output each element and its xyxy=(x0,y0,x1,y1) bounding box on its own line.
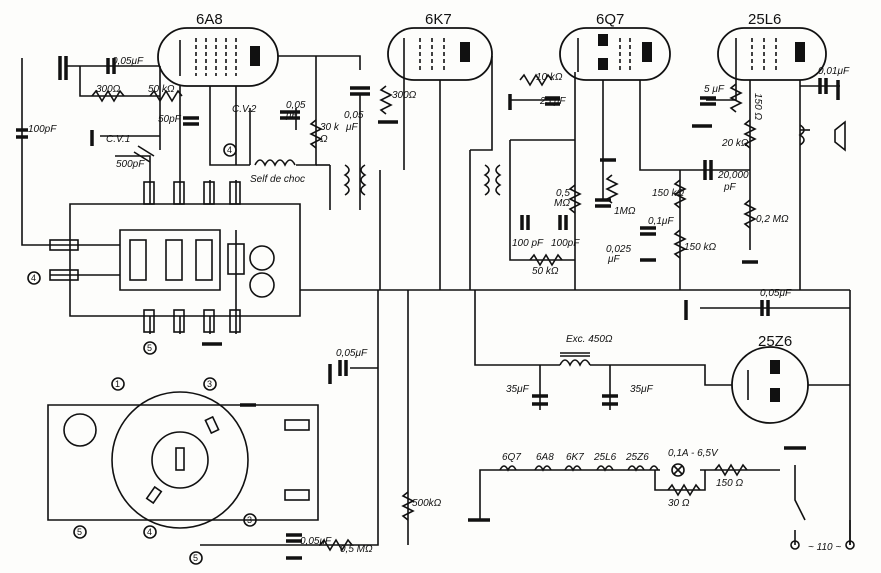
label-r150: 150 Ω xyxy=(716,478,743,489)
label-c001u: 0,01μF xyxy=(818,66,850,77)
marker-4-chassis: 4 xyxy=(147,527,152,537)
label-r50k-b: 50 kΩ xyxy=(532,266,559,277)
label-c005-a: 0,05μF xyxy=(112,56,144,67)
label-fil-25z6: 25Z6 xyxy=(625,452,649,463)
label-lamp: 0,1A - 6,5V xyxy=(668,448,719,459)
label-r05m-a: 0,5 xyxy=(556,188,570,199)
label-exc: Exc. 450Ω xyxy=(566,334,613,345)
ground-symbols xyxy=(58,56,840,560)
label-c35-a: 35μF xyxy=(506,384,530,395)
label-c005-c2: μF xyxy=(345,122,358,133)
label-c20000: 20,000 xyxy=(717,170,749,181)
coil-symbols xyxy=(254,120,846,477)
label-pot1m: 1MΩ xyxy=(614,206,636,217)
label-c25u: 25 μF xyxy=(539,96,566,107)
label-fil-6q7: 6Q7 xyxy=(502,452,521,463)
label-c01u: 0,1μF xyxy=(648,216,674,227)
label-c50p: 50pF xyxy=(158,114,182,125)
label-r300-a: 300Ω xyxy=(96,84,121,95)
tube-6a8 xyxy=(157,27,279,87)
label-r150k-a: 150 kΩ xyxy=(652,188,684,199)
label-cv2: C.V.2 xyxy=(232,104,257,115)
label-c100p-c: 100pF xyxy=(551,238,580,249)
label-c005-b2: μF xyxy=(285,110,298,121)
label-r50k-a: 50 kΩ xyxy=(148,84,175,95)
tube-6a8-label: 6A8 xyxy=(196,11,223,28)
label-r150-v: 150 Ω xyxy=(752,93,763,120)
resistor-symbols xyxy=(91,73,757,552)
marker-3-bottom: 3 xyxy=(247,515,252,525)
label-c5u: 5 μF xyxy=(704,84,725,95)
label-r30k: 30 k xyxy=(320,122,340,133)
label-r150k-b: 150 kΩ xyxy=(684,242,716,253)
label-fil-6a8: 6A8 xyxy=(536,452,554,463)
label-r10k: 10 kΩ xyxy=(536,72,563,83)
label-c005-c: 0,05 xyxy=(344,110,364,121)
label-c005-e: 0,05μF xyxy=(336,348,368,359)
label-r30: 30 Ω xyxy=(668,498,690,509)
label-r500k: 500kΩ xyxy=(412,498,442,509)
tube-25l6 xyxy=(717,27,827,81)
label-r30k2: Ω xyxy=(320,134,328,145)
label-c20000b: pF xyxy=(723,182,737,193)
label-fil-25l6: 25L6 xyxy=(593,452,617,463)
label-r300-b: 300Ω xyxy=(392,90,417,101)
label-c100p-b: 100 pF xyxy=(512,238,544,249)
label-r20k: 20 kΩ xyxy=(721,138,749,149)
marker-5-coil: 5 xyxy=(147,343,152,353)
label-c005-d: 0,05μF xyxy=(760,288,792,299)
terminals xyxy=(49,181,855,550)
label-cv1: C.V.1 xyxy=(106,134,130,145)
tube-6k7-label: 6K7 xyxy=(425,11,452,28)
wiring xyxy=(21,55,851,546)
label-mains: ~ 110 ~ xyxy=(808,542,841,553)
marker-3-top: 3 xyxy=(207,379,212,389)
marker-1: 1 xyxy=(115,379,120,389)
label-c0025: 0,025 xyxy=(606,244,631,255)
label-r05m-a2: MΩ xyxy=(554,198,570,209)
component-labels: 0,05μF 300Ω 50 kΩ 50pF C.V.2 0,05 μF 30 … xyxy=(28,56,850,555)
tube-25l6-label: 25L6 xyxy=(748,11,781,28)
label-self: Self de choc xyxy=(250,174,305,185)
label-c005-f: 0,05μF xyxy=(300,536,332,547)
tube-25z6 xyxy=(731,346,809,424)
marker-5-bottom: 5 xyxy=(193,553,198,563)
marker-5-chassis: 5 xyxy=(77,527,82,537)
label-c005-b: 0,05 xyxy=(286,100,306,111)
label-r05m-b: 0,5 MΩ xyxy=(340,544,373,555)
capacitor-symbols xyxy=(16,58,828,543)
label-r02m: 0,2 MΩ xyxy=(756,214,789,225)
label-c35-b: 35μF xyxy=(630,384,654,395)
tube-25z6-label: 25Z6 xyxy=(758,333,792,350)
marker-4-cv2: 4 xyxy=(227,145,232,155)
tube-6q7-label: 6Q7 xyxy=(596,11,624,28)
label-c100p-a: 100pF xyxy=(28,124,57,135)
label-fil-6k7: 6K7 xyxy=(566,452,584,463)
marker-circles xyxy=(27,143,257,565)
label-c0025b: μF xyxy=(607,254,620,265)
tube-6q7 xyxy=(559,27,671,81)
marker-4-left: 4 xyxy=(31,273,36,283)
label-c500p: 500pF xyxy=(116,159,145,170)
